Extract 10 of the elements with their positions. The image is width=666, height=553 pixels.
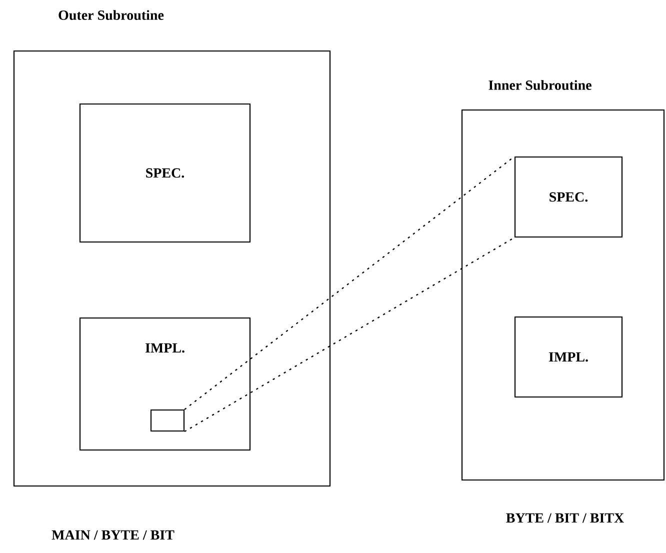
text-box: SPEC. bbox=[514, 156, 623, 238]
small-box bbox=[150, 409, 185, 432]
text-box: SPEC. bbox=[79, 103, 251, 243]
node-label: BYTE / BIT / BITX bbox=[506, 513, 624, 523]
node-label: MAIN / BYTE / BIT bbox=[52, 530, 174, 540]
heading: Inner Subroutine bbox=[488, 80, 592, 90]
text-box: IMPL. bbox=[514, 316, 623, 398]
heading: Outer Subroutine bbox=[58, 10, 164, 20]
box-title: IMPL. bbox=[145, 343, 184, 353]
connector-line bbox=[184, 237, 515, 432]
